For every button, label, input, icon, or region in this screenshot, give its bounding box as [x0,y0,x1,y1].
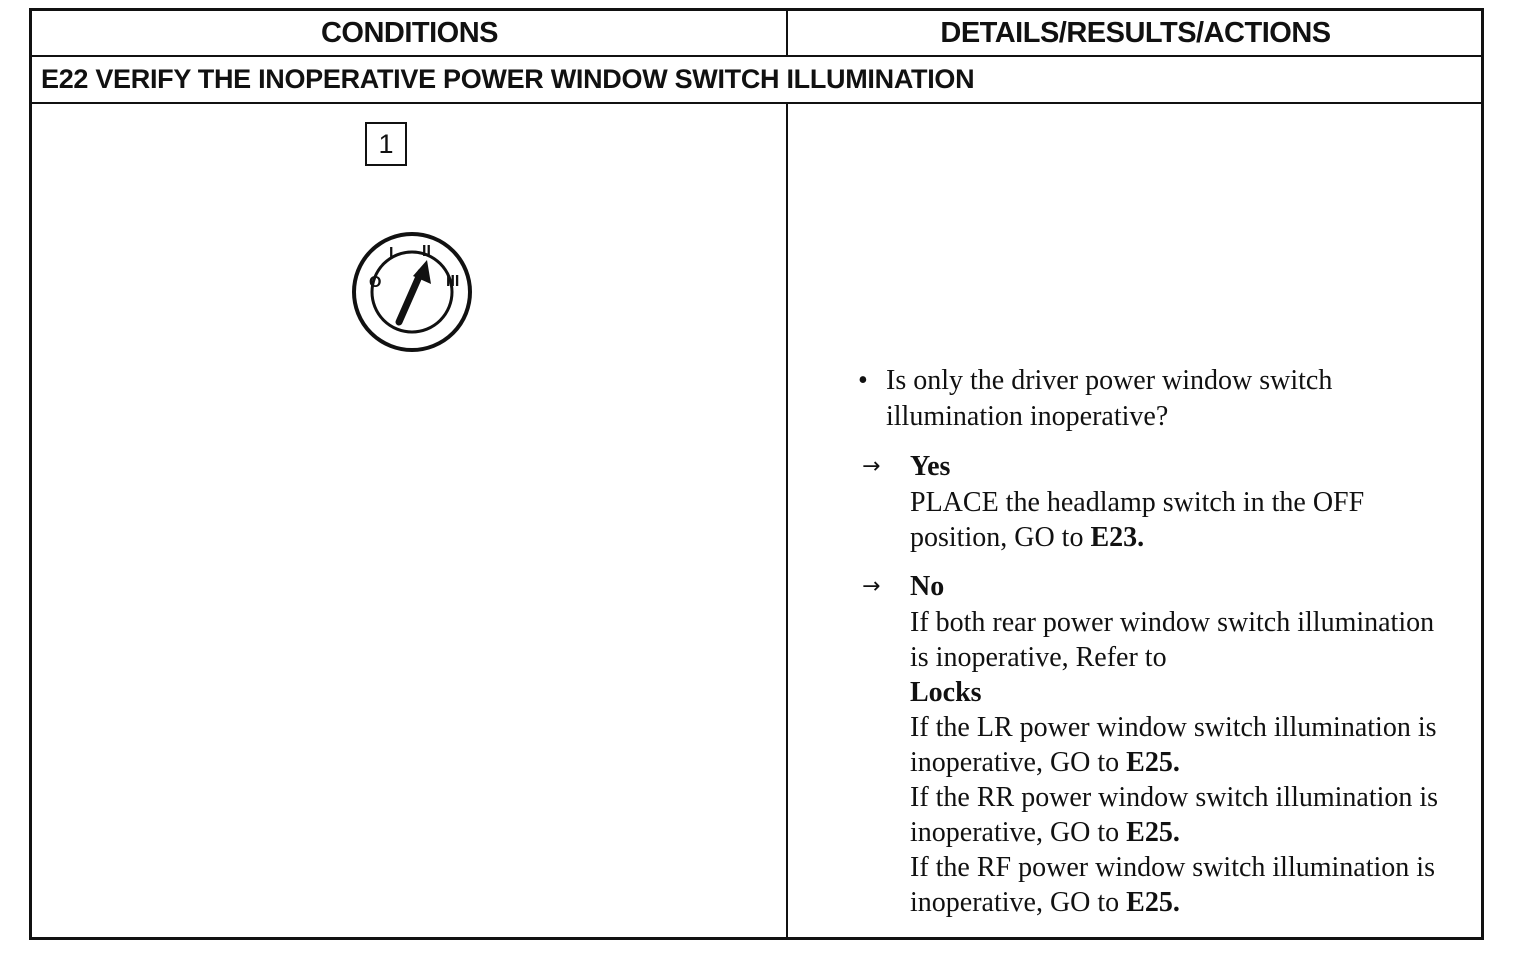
result-no: → No If both rear power window switch il… [858,569,1448,920]
bullet-icon: • [858,365,868,396]
yes-target: E23. [1090,522,1145,553]
question-text: Is only the driver power window switch i… [886,365,1333,432]
question-item: • Is only the driver power window switch… [858,363,1448,435]
header-column-divider [786,11,788,55]
ignition-pos-start: III [446,273,459,290]
step-title-row: E22 VERIFY THE INOPERATIVE POWER WINDOW … [32,57,1481,104]
arrow-right-icon: → [862,454,881,479]
conditions-header: CONDITIONS [320,17,499,49]
no-action-2: If the LR power window switch illuminati… [910,712,1437,778]
no-action-4: If the RF power window switch illuminati… [910,852,1435,918]
details-header: DETAILS/RESULTS/ACTIONS [940,17,1331,49]
yes-action: PLACE the headlamp switch in the OFF pos… [910,487,1365,553]
no-action-1: If both rear power window switch illumin… [910,607,1435,673]
no-label: No [910,571,945,602]
ignition-switch-icon: O I II III [352,232,472,352]
diagnostic-table: CONDITIONS DETAILS/RESULTS/ACTIONS E22 V… [29,8,1484,940]
step-title: E22 VERIFY THE INOPERATIVE POWER WINDOW … [41,64,975,94]
ignition-pos-acc: I [389,245,393,262]
ignition-pos-off: O [369,274,381,291]
result-yes: → Yes PLACE the headlamp switch in the O… [858,449,1448,555]
body-column-divider [786,104,788,940]
arrow-right-icon: → [862,574,881,599]
no-action-1-ref: Locks [910,677,982,708]
yes-label: Yes [910,451,951,482]
ignition-pos-run: II [422,243,431,260]
no-action-3: If the RR power window switch illuminati… [910,782,1439,848]
details-content: • Is only the driver power window switch… [858,363,1448,920]
table-header-row: CONDITIONS DETAILS/RESULTS/ACTIONS [32,11,1481,57]
step-number-box: 1 [365,122,407,166]
